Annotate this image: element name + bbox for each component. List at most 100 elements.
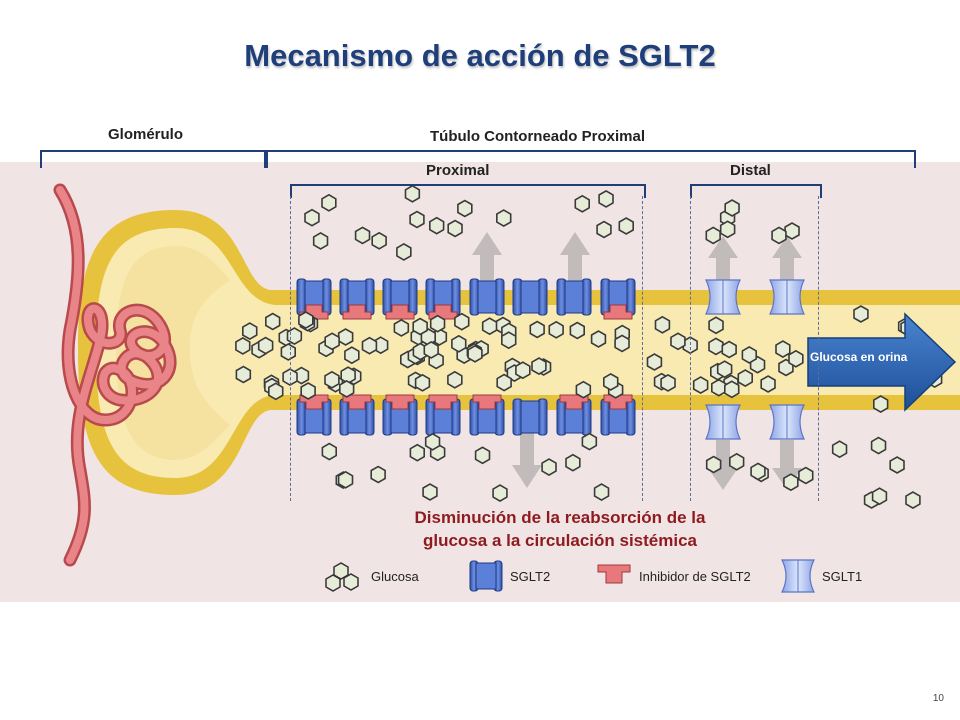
glucose-hexagon-icon — [324, 370, 340, 389]
inhibitor-icon — [428, 394, 458, 410]
glucose-hexagon-icon — [760, 375, 776, 393]
transporter-layer — [296, 278, 805, 440]
proximal-label: Proximal — [426, 162, 490, 179]
sglt2-transporter-icon — [512, 398, 548, 436]
sglt1-transporter-icon — [705, 404, 741, 440]
glucose-hexagon-icon — [428, 216, 445, 235]
glucose-hexagon-icon — [646, 353, 663, 371]
legend-inhibidor: Inhibidor de SGLT2 — [639, 569, 751, 584]
sglt2-transporter-icon — [556, 278, 592, 316]
sglt2-transporter-icon — [339, 398, 375, 436]
glucose-hexagon-icon — [235, 365, 252, 384]
glucose-hexagon-icon — [614, 334, 630, 353]
inhibitor-icon — [342, 304, 372, 320]
glucose-hexagon-icon — [692, 376, 709, 395]
glucose-hexagon-icon — [598, 189, 614, 208]
inhibitor-icon — [472, 394, 502, 410]
sglt2-transporter-icon — [512, 278, 548, 316]
glucose-hexagon-icon — [267, 382, 284, 401]
page-title: Mecanismo de acción de SGLT2 — [244, 38, 716, 73]
glucose-hexagon-icon — [242, 322, 258, 341]
glucose-hexagon-icon — [257, 336, 274, 355]
glucose-hexagon-icon — [495, 209, 512, 228]
glucose-hexagon-icon — [708, 337, 724, 356]
glucose-hexagon-icon — [393, 318, 410, 337]
legend-sglt1: SGLT1 — [822, 569, 863, 584]
sglt2-transporter-icon — [469, 278, 505, 316]
glucose-hexagon-icon — [235, 336, 251, 355]
glucose-hexagon-icon — [831, 440, 848, 459]
inhibitor-icon — [603, 304, 633, 320]
glucose-hexagon-icon — [321, 193, 337, 212]
glucose-hexagon-icon — [724, 199, 740, 217]
glucose-hexagon-icon — [654, 315, 671, 334]
glucose-hexagon-icon — [783, 473, 799, 492]
glucose-hexagon-icon — [467, 344, 483, 363]
glucose-hexagon-icon — [409, 443, 426, 462]
legend-glucosa: Glucosa — [371, 569, 419, 584]
dashed-guide — [690, 196, 691, 501]
glucose-hexagon-icon — [723, 380, 740, 399]
glucose-hexagon-icon — [798, 466, 814, 485]
glucose-hexagon-icon — [500, 331, 517, 350]
glucose-hexagon-icon — [788, 349, 804, 368]
glucose-hexagon-icon — [596, 220, 612, 239]
caption: Disminución de la reabsorción de la gluc… — [300, 506, 820, 552]
glucose-hexagon-icon — [304, 208, 320, 227]
glucosa-en-orina-label: Glucosa en orina — [810, 350, 908, 364]
inhibitor-icon — [385, 394, 415, 410]
glucose-hexagon-icon — [371, 231, 387, 250]
glucose-hexagon-icon — [721, 340, 737, 359]
glucose-hexagon-icon — [404, 184, 421, 203]
glucose-hexagon-icon — [337, 328, 354, 346]
glucose-hexagon-icon — [414, 373, 431, 392]
glucose-hexagon-icon — [660, 373, 676, 392]
glucose-hexagon-icon — [670, 332, 686, 351]
glucose-hexagon-icon — [423, 340, 439, 359]
glucose-hexagon-icon — [853, 305, 869, 323]
distal-label: Distal — [730, 162, 771, 179]
glucose-hexagon-icon — [312, 231, 329, 250]
glucose-hexagon-icon — [870, 436, 887, 455]
legend-sglt2: SGLT2 — [510, 569, 551, 584]
inhibitor-icon — [342, 394, 372, 410]
legend-inhibitor-icon — [597, 564, 631, 584]
sglt1-transporter-icon — [705, 279, 741, 315]
glucose-hexagon-icon — [344, 346, 360, 365]
glucose-hexagon-icon — [300, 382, 316, 400]
glucose-hexagon-icon — [602, 372, 619, 391]
glucose-hexagon-icon — [474, 446, 491, 465]
glucose-hexagon-icon — [889, 456, 905, 474]
inhibitor-icon — [603, 394, 633, 410]
glucose-hexagon-icon — [447, 370, 463, 389]
glucose-hexagon-icon — [340, 366, 356, 385]
dashed-guide — [818, 196, 819, 501]
glucose-hexagon-icon — [581, 432, 598, 451]
glucose-hexagon-icon — [515, 361, 531, 380]
glucose-hexagon-icon — [705, 226, 721, 245]
legend-sglt2-icon — [469, 560, 503, 592]
glucose-hexagon-icon — [784, 222, 800, 240]
glucose-hexagon-icon — [264, 312, 281, 331]
glucose-hexagon-icon — [447, 219, 463, 238]
glucose-hexagon-icon — [321, 442, 338, 461]
inhibitor-icon — [385, 304, 415, 320]
glucose-hexagon-icon — [705, 455, 722, 474]
tubulo-bracket — [266, 150, 916, 168]
glomerulo-bracket — [40, 150, 266, 168]
glucose-hexagon-icon — [574, 194, 591, 213]
glucose-hexagon-icon — [454, 312, 470, 331]
glucose-hexagon-icon — [531, 357, 547, 376]
glucose-hexagon-icon — [719, 220, 736, 239]
glucose-hexagon-icon — [429, 314, 446, 333]
glucose-hexagon-icon — [422, 483, 438, 501]
glucose-hexagon-icon — [451, 334, 467, 353]
glucose-hexagon-icon — [569, 321, 586, 340]
inhibitor-icon — [559, 394, 589, 410]
glucose-hexagon-icon — [338, 379, 355, 398]
glucose-hexagon-icon — [457, 199, 473, 218]
glucose-hexagon-icon — [280, 343, 297, 361]
glucose-hexagon-icon — [590, 330, 607, 348]
proximal-bracket — [290, 184, 646, 198]
